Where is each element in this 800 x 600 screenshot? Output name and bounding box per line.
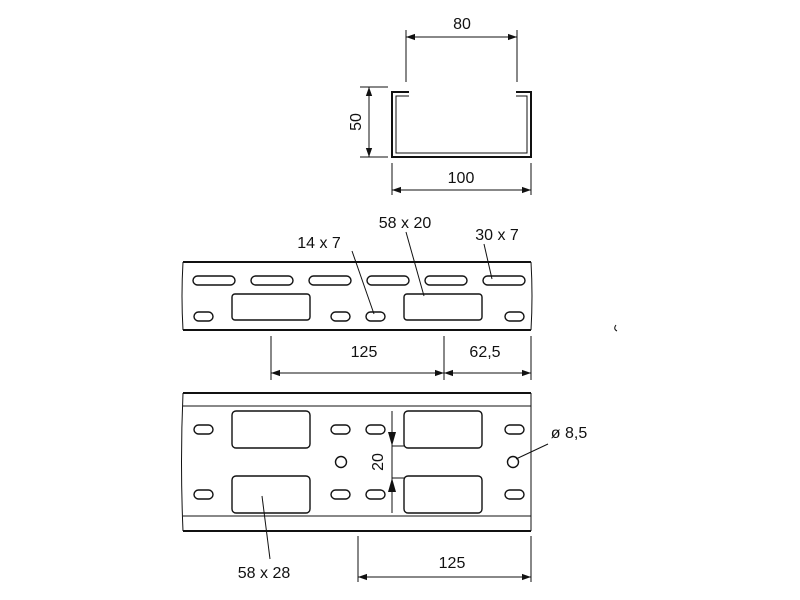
slot-14x7 — [330, 489, 351, 500]
label-window-top: 58 x 20 — [379, 215, 432, 232]
label-slot-small: 14 x 7 — [297, 235, 341, 252]
slot-14x7 — [365, 489, 386, 500]
leader-line — [351, 250, 375, 315]
end-edge — [530, 261, 533, 331]
slot-14x7 — [330, 311, 351, 322]
dim-label-pitch-bottom: 125 — [439, 555, 466, 572]
dim-label-profile-height: 50 — [348, 113, 365, 131]
leader-line — [483, 243, 493, 280]
slot-30x7 — [366, 275, 410, 286]
leader-line — [261, 495, 271, 560]
leader-line — [515, 443, 549, 460]
label-hole-diameter: ø 8,5 — [551, 425, 588, 442]
dim-arrow — [388, 432, 396, 446]
dim-label-hole-spacing: 20 — [370, 453, 387, 471]
leader-line — [405, 231, 425, 297]
slot-30x7 — [308, 275, 352, 286]
slot-14x7 — [193, 424, 214, 435]
stray-mark — [614, 324, 618, 332]
round-hole — [334, 455, 348, 469]
dim-label-end-offset: 62,5 — [469, 344, 500, 361]
window-58x20 — [403, 293, 483, 321]
slot-14x7 — [330, 424, 351, 435]
break-edge — [181, 261, 184, 331]
dim-arrow — [388, 478, 396, 492]
slot-30x7 — [192, 275, 236, 286]
window-58x20 — [231, 293, 311, 321]
side-wall-view: 14 x 7 58 x 20 30 x 7 125 62,5 — [181, 215, 533, 380]
slot-14x7 — [193, 311, 214, 322]
window-58x28 — [403, 410, 483, 449]
slot-30x7 — [250, 275, 294, 286]
slot-14x7 — [365, 424, 386, 435]
label-window-bottom: 58 x 28 — [238, 565, 291, 582]
slot-30x7 — [482, 275, 526, 286]
slot-14x7 — [365, 311, 386, 322]
slot-30x7 — [424, 275, 468, 286]
c-profile-inner — [395, 95, 528, 154]
window-58x28 — [231, 475, 311, 514]
slot-14x7 — [193, 489, 214, 500]
dim-label-pitch-top: 125 — [351, 344, 378, 361]
dim-label-profile-bottom-width: 100 — [448, 170, 475, 187]
label-slot-long: 30 x 7 — [475, 227, 519, 244]
slot-14x7 — [504, 489, 525, 500]
dim-label-profile-top-width: 80 — [453, 16, 471, 33]
c-profile-outer — [391, 91, 532, 158]
base-slot-group — [193, 424, 525, 500]
cross-section-view: 80 50 100 — [348, 16, 532, 195]
break-edge — [181, 392, 184, 532]
window-58x28 — [403, 475, 483, 514]
slot-14x7 — [504, 424, 525, 435]
long-slot-row — [192, 275, 526, 286]
base-view: ø 8,5 20 58 x 28 125 — [181, 392, 588, 582]
window-58x28 — [231, 410, 311, 449]
slot-14x7 — [504, 311, 525, 322]
round-hole — [506, 455, 520, 469]
